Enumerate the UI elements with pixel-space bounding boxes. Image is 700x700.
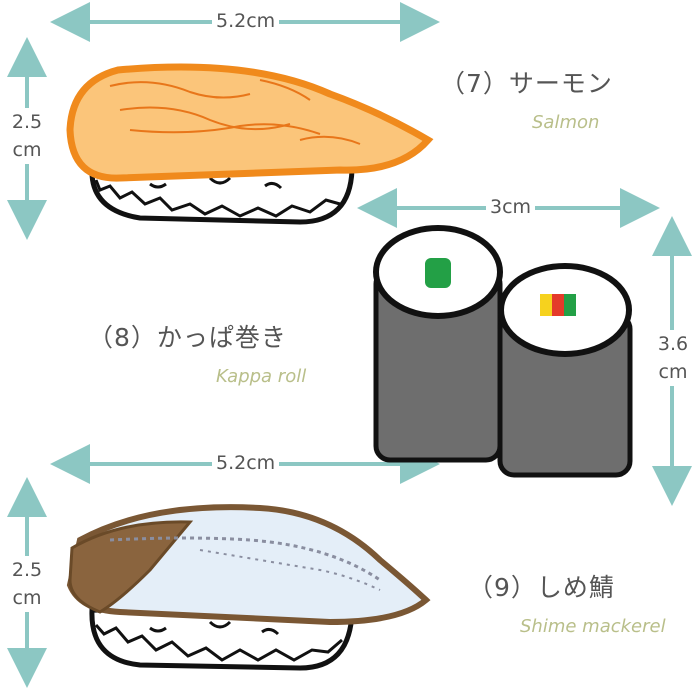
kappa-width-label: 3cm [486, 196, 536, 218]
salmon-title: （7）サーモン [440, 64, 613, 100]
salmon-width-label: 5.2cm [212, 10, 280, 32]
salmon-height-unit: cm [12, 139, 42, 161]
mackerel-height-label: 2.5 cm [4, 556, 50, 612]
mackerel-width-label: 5.2cm [212, 452, 280, 474]
salmon-number: （7） [440, 69, 509, 98]
salmon-height-value: 2.5 [11, 111, 43, 133]
salmon-nigiri-image [66, 63, 434, 225]
mackerel-name-en: Shime mackerel [520, 616, 666, 637]
shime-mackerel-image [66, 504, 431, 671]
kappa-height-value: 3.6 [657, 333, 689, 355]
mackerel-title: （9）しめ鯖 [468, 568, 615, 604]
mackerel-number: （9） [468, 573, 537, 602]
kappa-roll-image [373, 225, 633, 478]
kappa-name-en: Kappa roll [216, 366, 307, 387]
kappa-title: （8）かっぱ巻き [88, 318, 287, 354]
mackerel-height-unit: cm [12, 587, 42, 609]
kappa-name-jp: かっぱ巻き [156, 323, 287, 352]
mackerel-name-jp: しめ鯖 [536, 573, 615, 602]
salmon-name-en: Salmon [532, 112, 600, 133]
mackerel-height-value: 2.5 [11, 559, 43, 581]
kappa-number: （8） [88, 323, 157, 352]
kappa-height-unit: cm [658, 361, 688, 383]
kappa-height-label: 3.6 cm [650, 330, 696, 386]
salmon-height-label: 2.5 cm [4, 108, 50, 164]
salmon-name-jp: サーモン [508, 69, 613, 98]
